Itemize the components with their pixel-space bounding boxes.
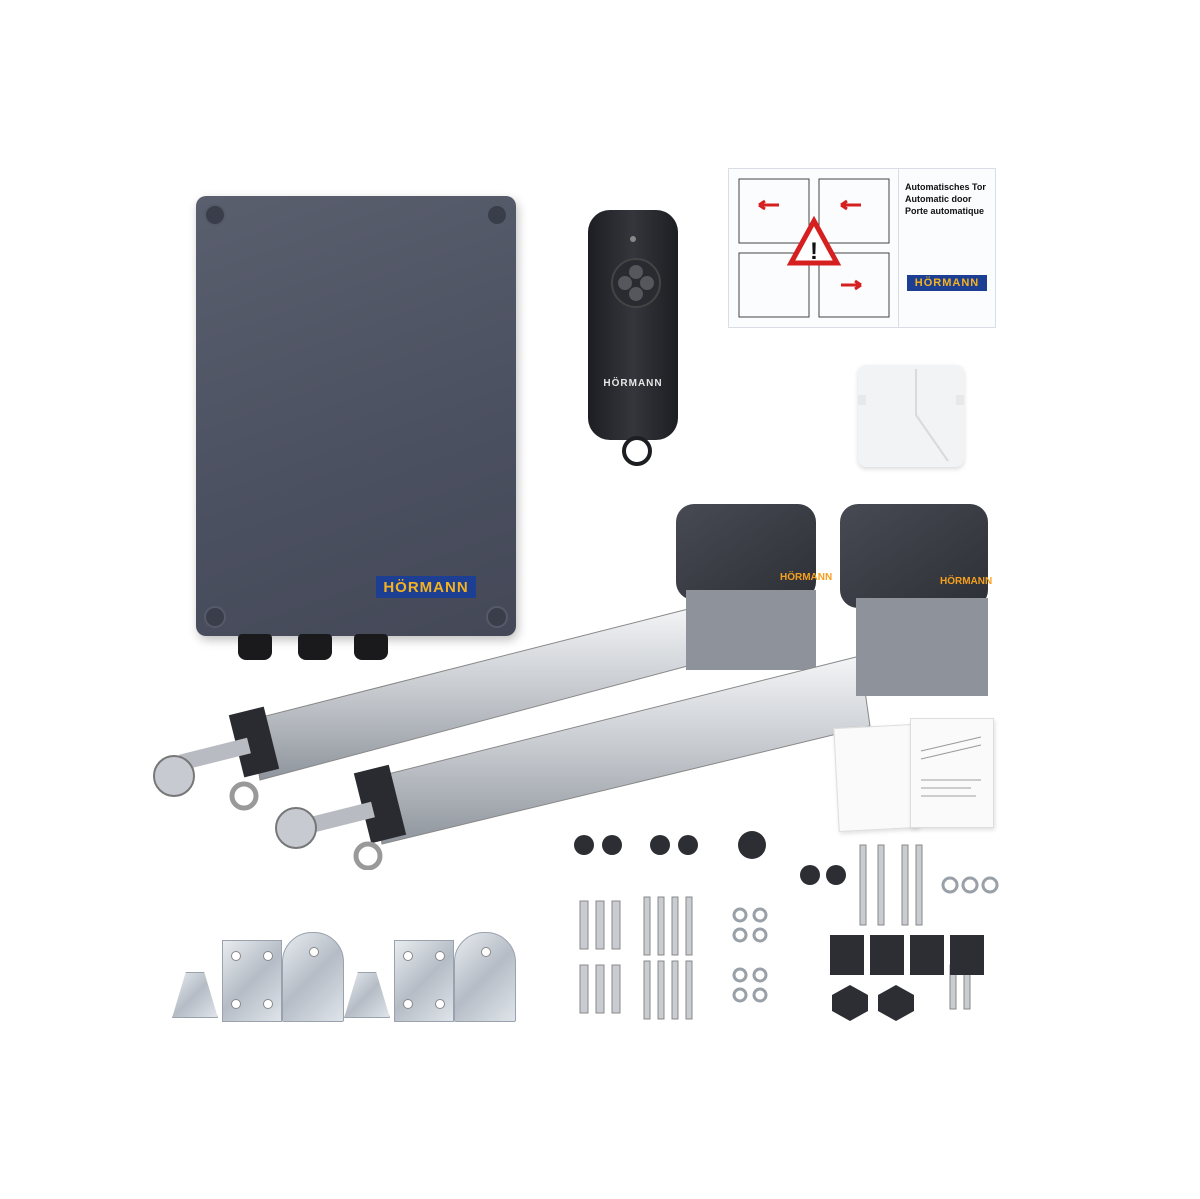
screw-icon — [204, 606, 226, 628]
keyring-loop — [622, 436, 652, 466]
swing-gate-operators: HÖRMANN HÖRMANN — [153, 504, 992, 870]
automatic-door-sign: Automatisches Tor Automatic door Porte a… — [898, 168, 996, 328]
svg-text:!: ! — [810, 238, 818, 265]
mounting-plate — [222, 940, 282, 1022]
motor-brand-text: HÖRMANN — [780, 570, 832, 583]
screw-icon — [204, 204, 226, 226]
cable-gland — [298, 634, 332, 660]
sign-line-fr: Porte automatique — [905, 206, 985, 216]
screw-icon — [486, 204, 508, 226]
hardware-set — [574, 831, 999, 1021]
manual-booklet — [833, 723, 919, 833]
manual-booklet — [910, 718, 994, 828]
junction-box — [858, 365, 964, 467]
remote-control — [588, 210, 678, 440]
warning-sticker: ! — [728, 168, 900, 328]
screw-icon — [486, 606, 508, 628]
cable-gland — [238, 634, 272, 660]
brand-logo: HÖRMANN — [376, 576, 476, 598]
cable-gland — [354, 634, 388, 660]
junction-box-lid-icon — [858, 369, 964, 462]
mounting-bracket-curved — [454, 932, 516, 1022]
remote-brand-text: HÖRMANN — [603, 378, 663, 389]
mounting-bracket-curved — [282, 932, 344, 1022]
motor-brand-text: HÖRMANN — [940, 574, 992, 587]
sign-line-de: Automatisches Tor — [905, 182, 986, 192]
brand-logo: HÖRMANN — [907, 275, 987, 291]
control-unit-housing: HÖRMANN — [196, 196, 516, 636]
warning-pictogram-icon: ! — [738, 178, 890, 318]
led-icon — [630, 236, 636, 242]
mounting-bracket — [344, 972, 390, 1018]
four-button-pad-icon — [618, 265, 654, 301]
mounting-bracket — [172, 972, 218, 1018]
mounting-plate — [394, 940, 454, 1022]
remote-buttons — [611, 258, 661, 308]
sign-line-en: Automatic door — [905, 194, 972, 204]
manual-diagram-icon — [920, 736, 982, 797]
